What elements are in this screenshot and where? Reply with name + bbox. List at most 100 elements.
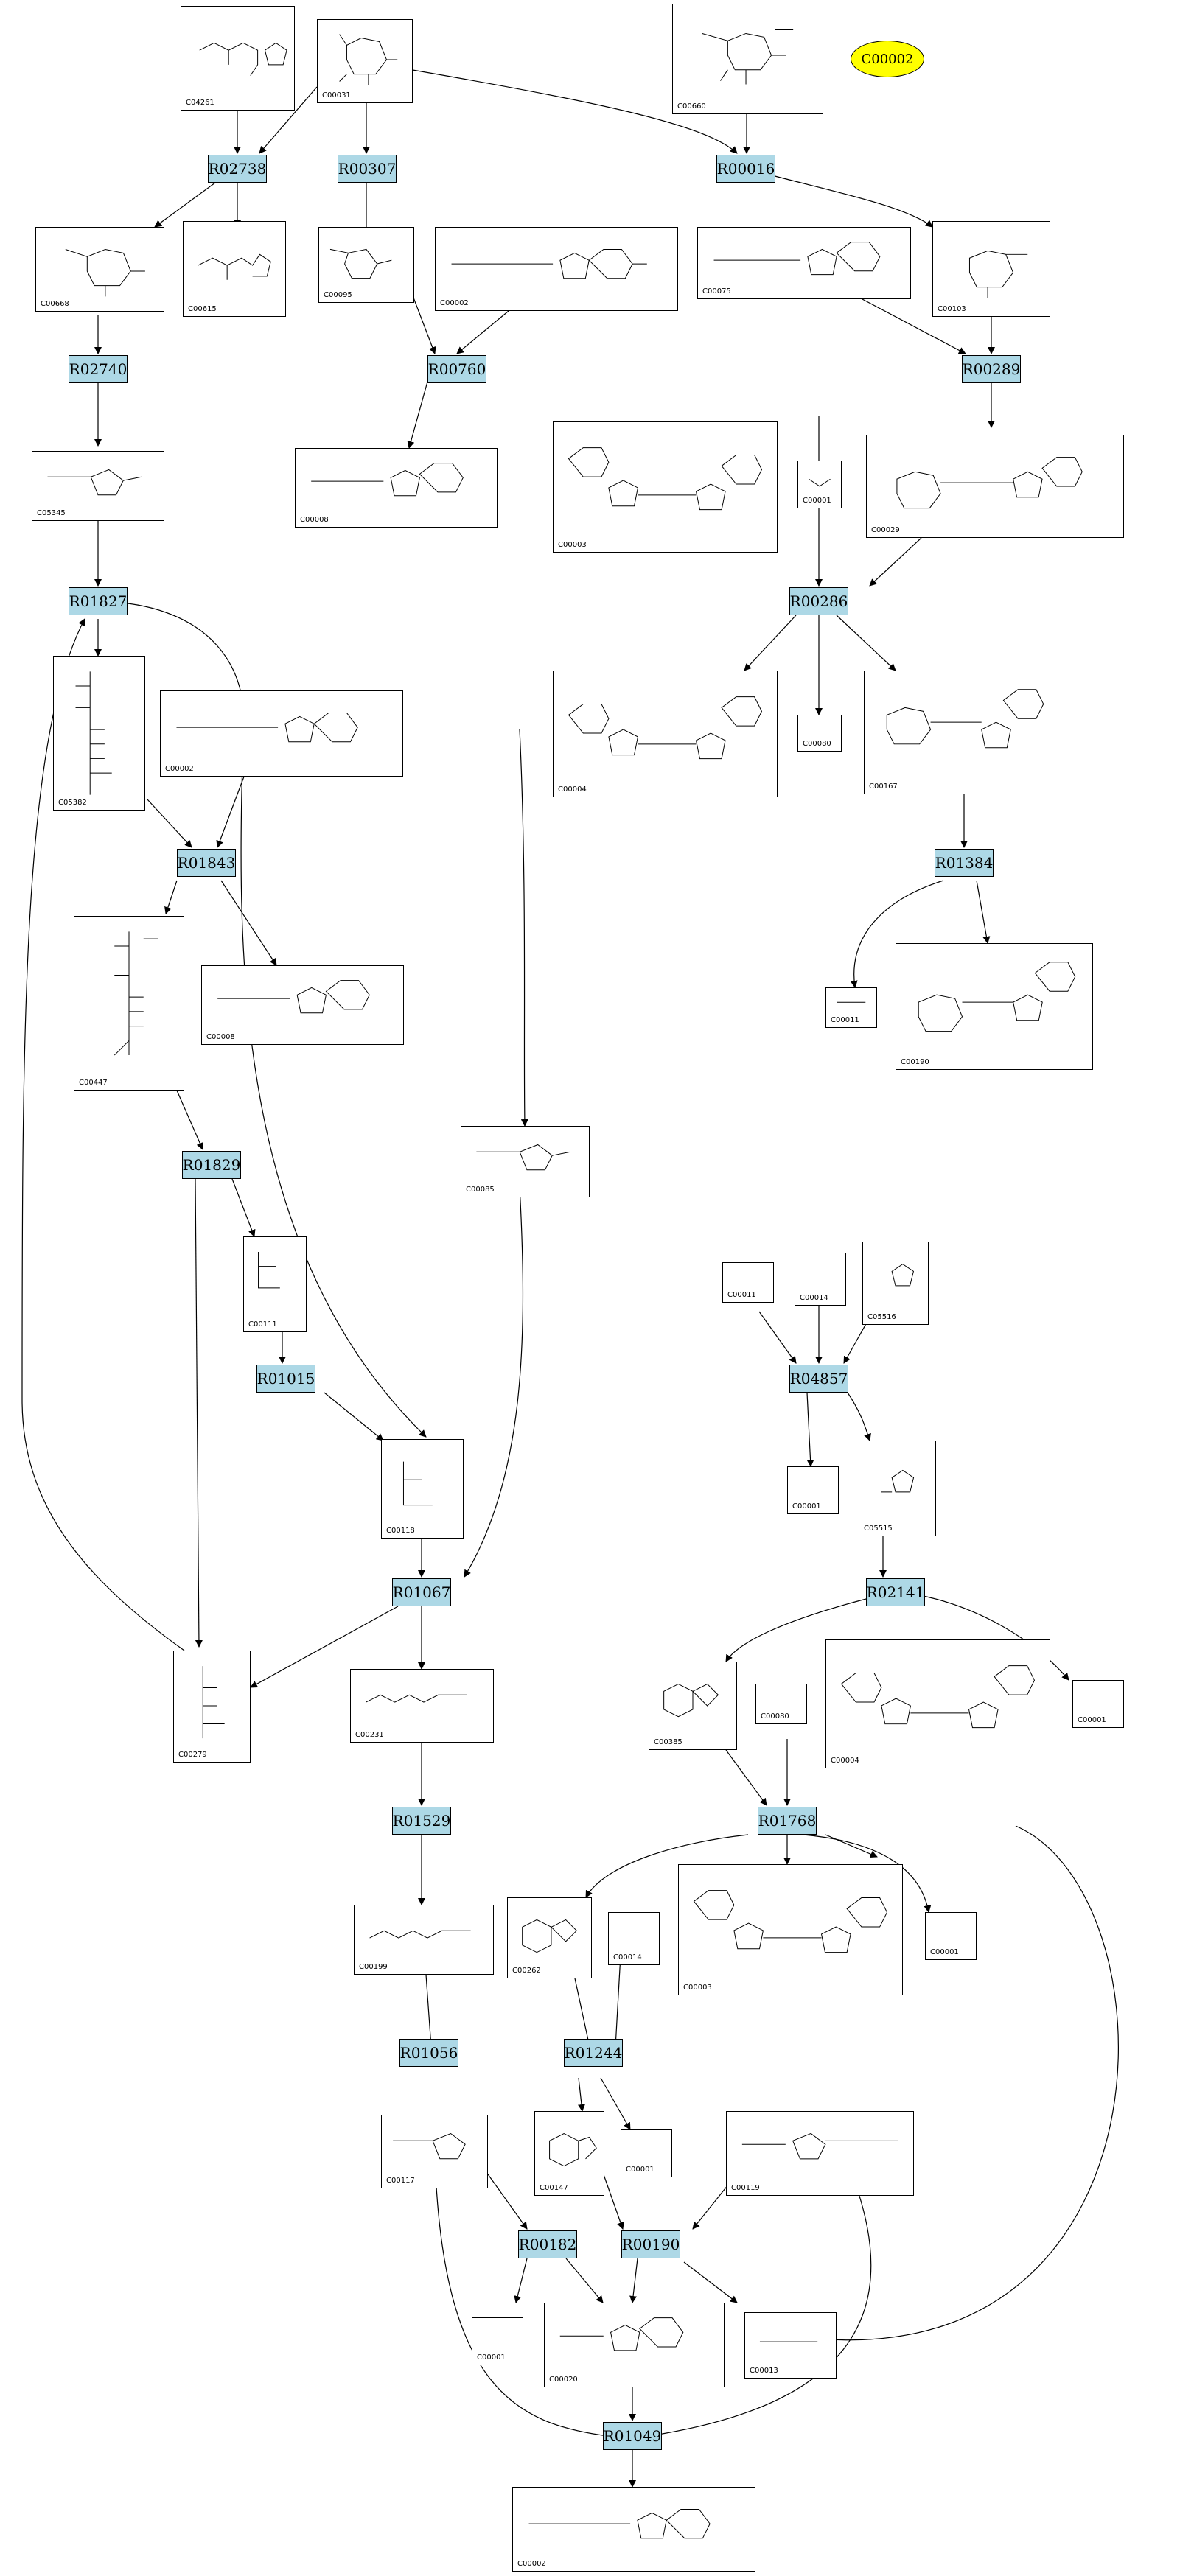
reaction-R00286[interactable]: R00286 [789, 587, 848, 615]
compound-box[interactable]: C00002 [512, 2487, 755, 2572]
reaction-R01827[interactable]: R01827 [69, 587, 128, 615]
compound-box[interactable]: C04261 [181, 6, 295, 111]
compound-box[interactable]: C00001 [797, 461, 842, 508]
compound-box[interactable]: C00615 [183, 221, 286, 317]
compound-box[interactable]: C00080 [797, 715, 842, 752]
reaction-R02740[interactable]: R02740 [69, 355, 128, 383]
compound-box[interactable]: C00075 [697, 227, 911, 299]
edge [195, 1178, 203, 1648]
compound-box[interactable]: C00117 [381, 2115, 488, 2188]
reaction-R00307[interactable]: R00307 [338, 155, 397, 183]
compound-id: C00002 [517, 2560, 546, 2568]
compound-box[interactable]: C00119 [726, 2111, 914, 2196]
compound-box[interactable]: C00011 [825, 987, 877, 1028]
reaction-R02141[interactable]: R02141 [866, 1578, 925, 1606]
structure-image [568, 447, 763, 511]
compound-box[interactable]: C00002 [160, 690, 403, 777]
compound-box[interactable]: C00167 [864, 671, 1066, 794]
compound-id: C00111 [248, 1320, 277, 1329]
compound-box[interactable]: C00020 [544, 2303, 725, 2387]
compound-id: C00447 [79, 1079, 108, 1087]
edge [574, 1978, 592, 2048]
compound-box[interactable]: C05382 [53, 656, 145, 811]
compound-box[interactable]: C00447 [74, 916, 184, 1091]
compound-box[interactable]: C00014 [795, 1253, 846, 1306]
reaction-R01015[interactable]: R01015 [256, 1365, 315, 1393]
compound-box[interactable]: C00085 [461, 1126, 590, 1197]
edge [456, 310, 509, 354]
compound-id: C00003 [683, 1984, 712, 1992]
reaction-R01384[interactable]: R01384 [935, 849, 994, 877]
reaction-R00182[interactable]: R00182 [518, 2230, 577, 2258]
structure-image [451, 248, 647, 279]
compound-box[interactable]: C00001 [925, 1912, 977, 1960]
reaction-R00190[interactable]: R00190 [621, 2230, 680, 2258]
compound-id: C00001 [803, 497, 831, 505]
reaction-R01056[interactable]: R01056 [399, 2039, 458, 2067]
compound-box[interactable]: C00004 [825, 1639, 1050, 1768]
edge [121, 602, 427, 1438]
compound-box[interactable]: C00008 [201, 965, 404, 1045]
structure-image [75, 671, 112, 795]
compound-box[interactable]: C00660 [672, 4, 823, 114]
compound-box[interactable]: C05515 [859, 1441, 936, 1536]
reaction-R01843[interactable]: R01843 [177, 849, 236, 877]
reaction-R01067[interactable]: R01067 [392, 1578, 451, 1606]
compound-box[interactable]: C00262 [507, 1897, 592, 1978]
structure-image [559, 2317, 684, 2351]
compound-box[interactable]: C00002 [435, 227, 678, 311]
compound-box[interactable]: C00011 [722, 1262, 774, 1303]
compound-box[interactable]: C00003 [678, 1864, 903, 1995]
reaction-R01049[interactable]: R01049 [603, 2422, 662, 2450]
compound-box[interactable]: C00014 [608, 1912, 660, 1965]
compound-box[interactable]: C00111 [243, 1236, 307, 1332]
edge [431, 2155, 609, 2437]
reaction-R00016[interactable]: R00016 [716, 155, 775, 183]
compound-id: C00001 [626, 2166, 654, 2174]
compound-box[interactable]: C00147 [534, 2111, 604, 2196]
structure-image [199, 42, 287, 76]
structure-image [663, 1683, 719, 1718]
compound-id: C00660 [677, 102, 706, 111]
compound-box[interactable]: C00095 [318, 227, 414, 303]
reaction-R01529[interactable]: R01529 [392, 1807, 451, 1835]
compound-box[interactable]: C00231 [350, 1669, 494, 1743]
compound-box[interactable]: C00001 [1072, 1680, 1124, 1728]
reaction-R00289[interactable]: R00289 [962, 355, 1021, 383]
structure-image [918, 962, 1076, 1032]
reaction-R02738[interactable]: R02738 [208, 155, 267, 183]
reaction-R01244[interactable]: R01244 [564, 2039, 623, 2067]
compound-box[interactable]: C00008 [295, 448, 498, 528]
compound-box[interactable]: C00103 [932, 221, 1050, 317]
compound-box[interactable]: C00031 [317, 19, 413, 103]
reaction-R04857[interactable]: R04857 [789, 1365, 848, 1393]
compound-box[interactable]: C00385 [649, 1662, 737, 1750]
reaction-R00760[interactable]: R00760 [427, 355, 486, 383]
reaction-R01768[interactable]: R01768 [758, 1807, 817, 1835]
compound-box[interactable]: C05516 [862, 1242, 929, 1325]
compound-id: C00385 [654, 1738, 682, 1746]
compound-box[interactable]: C00080 [755, 1684, 807, 1724]
structure-image [47, 469, 142, 496]
compound-box[interactable]: C00118 [381, 1439, 464, 1539]
compound-box[interactable]: C00190 [896, 943, 1093, 1070]
compound-box[interactable]: C00013 [744, 2312, 837, 2379]
compound-box[interactable]: C00279 [173, 1651, 251, 1763]
compound-box[interactable]: C00199 [354, 1905, 494, 1975]
compound-box[interactable]: C00001 [472, 2317, 523, 2365]
highlight-compound-C00002[interactable]: C00002 [851, 41, 924, 77]
compound-box[interactable]: C00003 [553, 421, 778, 553]
reaction-R01829[interactable]: R01829 [182, 1151, 241, 1179]
compound-box[interactable]: C00668 [35, 227, 164, 312]
compound-id: C00190 [901, 1058, 929, 1066]
compound-id: C00004 [831, 1757, 859, 1765]
compound-id: C00199 [359, 1963, 388, 1971]
compound-box[interactable]: C00004 [553, 671, 778, 797]
structure-image [393, 2132, 466, 2160]
compound-box[interactable]: C00001 [787, 1466, 839, 1514]
compound-box[interactable]: C00001 [621, 2129, 672, 2177]
compound-box[interactable]: C00029 [866, 435, 1124, 538]
edge [803, 1834, 932, 1913]
compound-box[interactable]: C05345 [32, 451, 164, 521]
structure-image [568, 696, 763, 760]
